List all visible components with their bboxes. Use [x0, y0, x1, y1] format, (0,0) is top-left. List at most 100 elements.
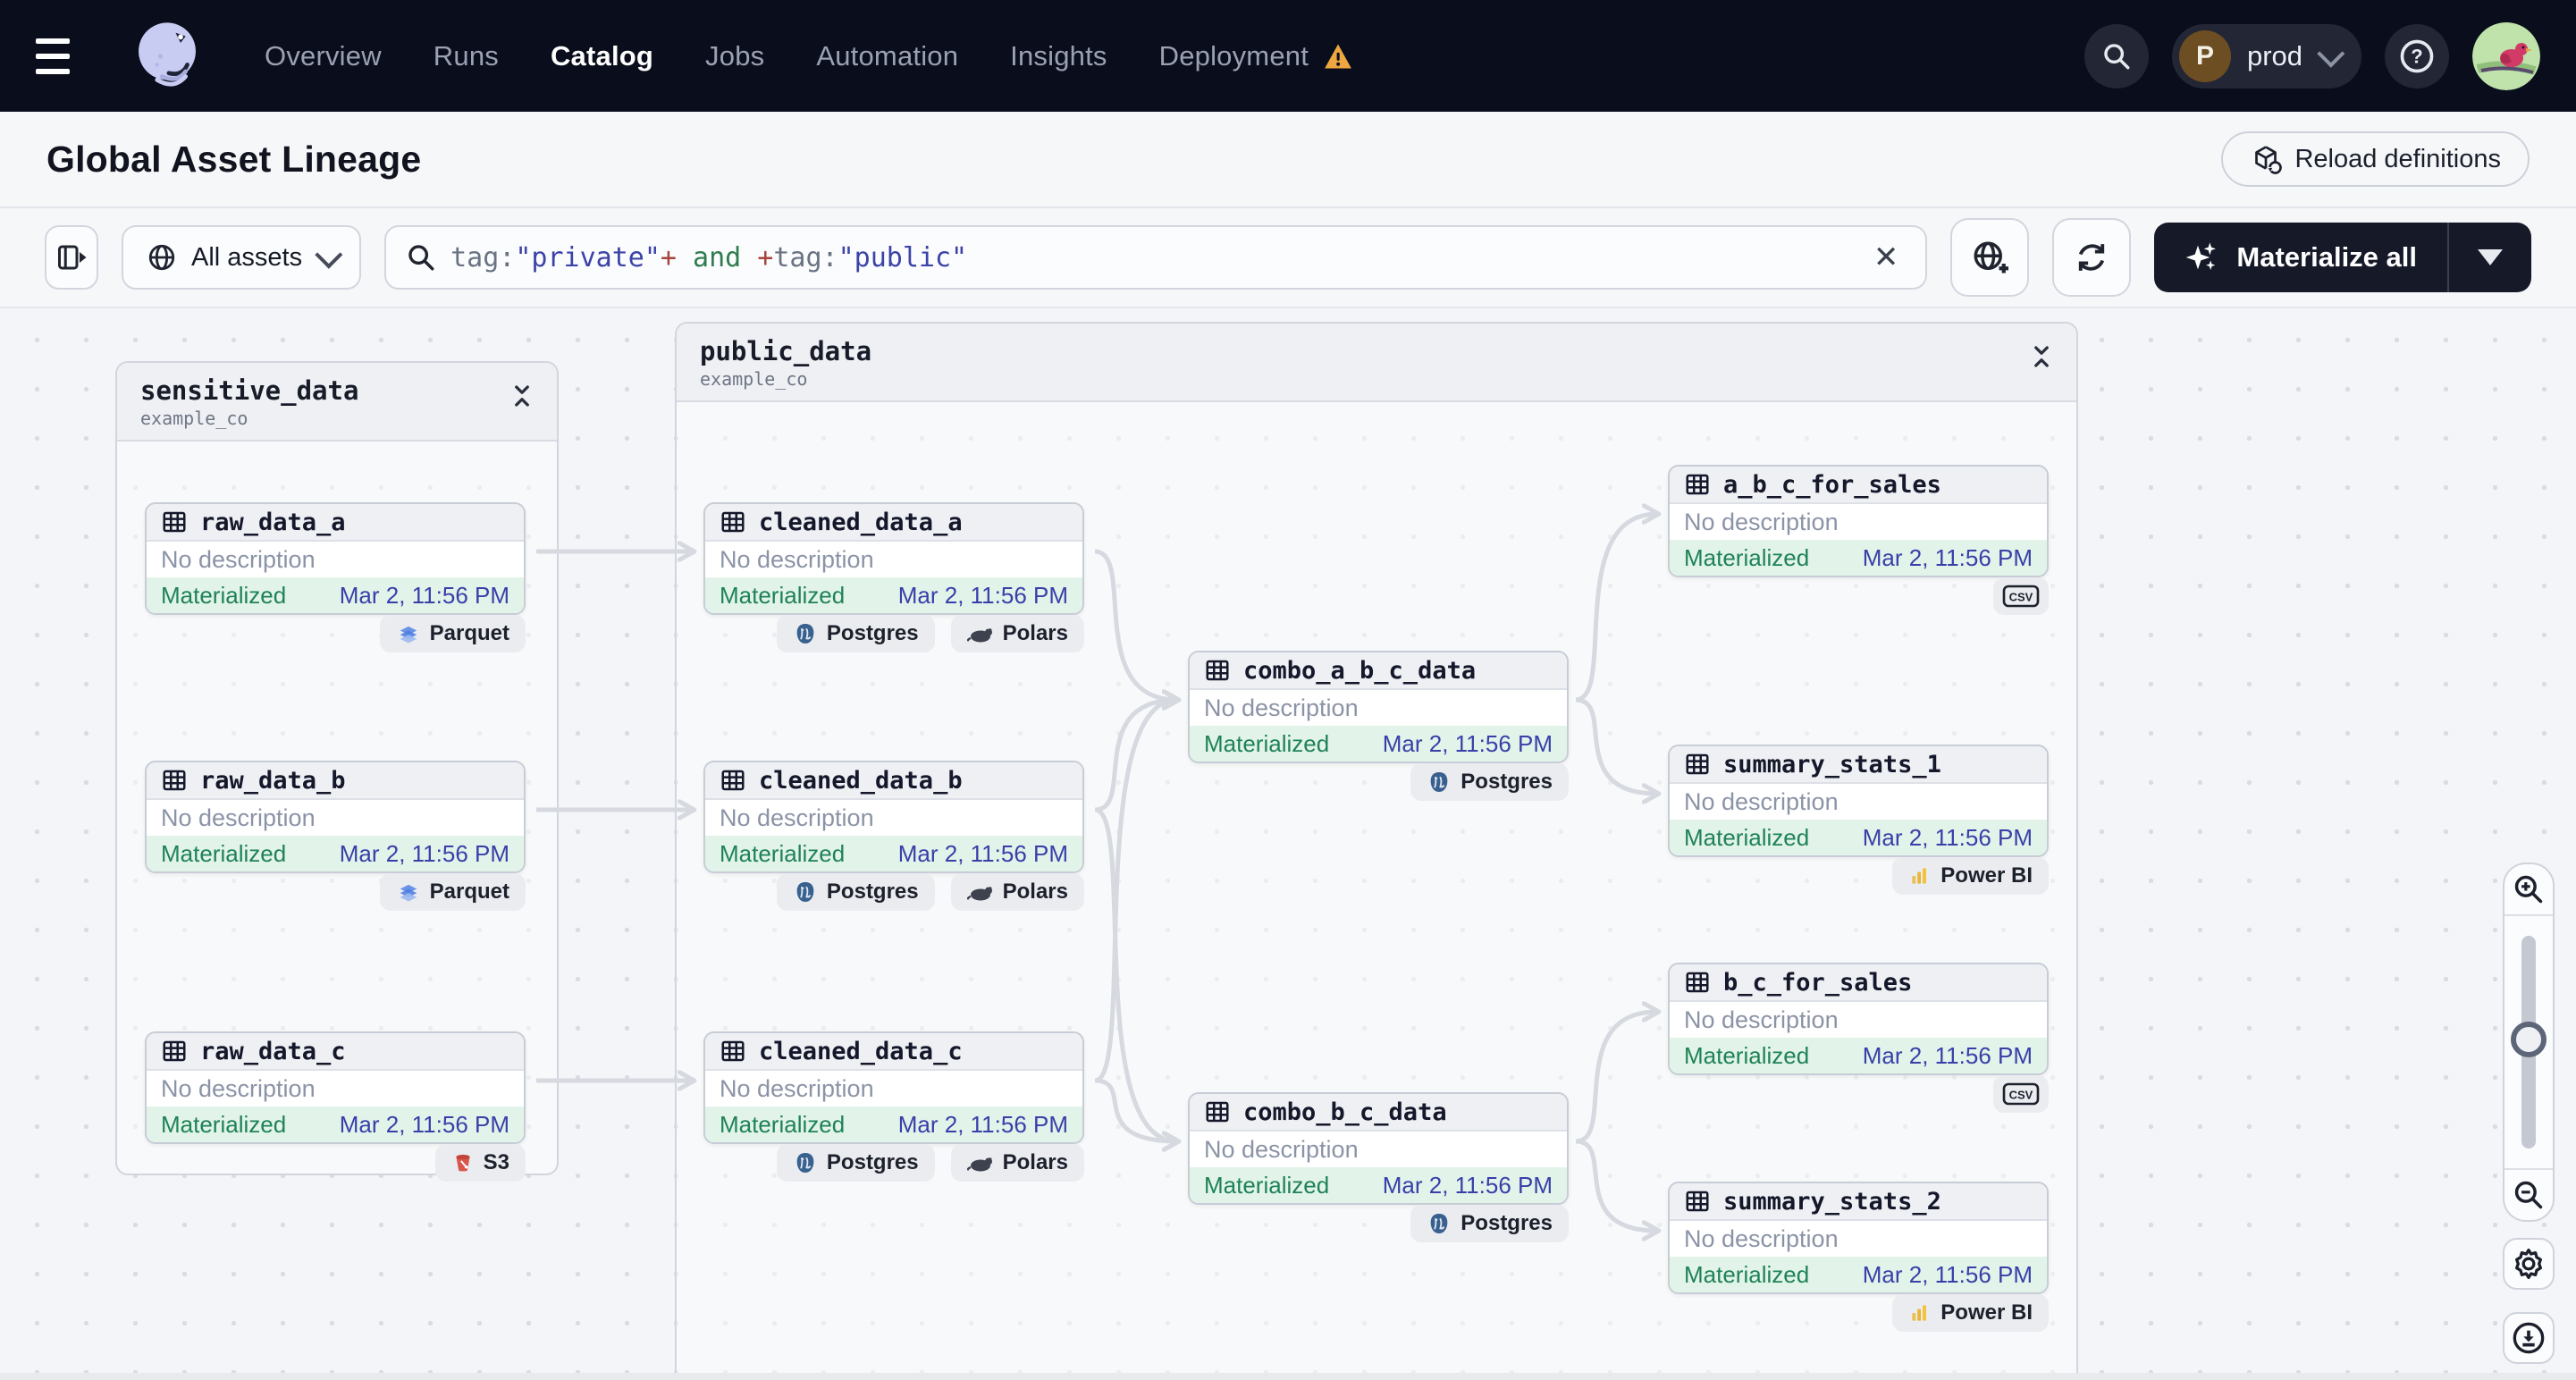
- badge-postgres[interactable]: Postgres: [1410, 1205, 1569, 1242]
- download-image-button[interactable]: [2503, 1312, 2555, 1364]
- dagster-logo-icon[interactable]: [125, 14, 209, 98]
- asset-status-row[interactable]: Materialized Mar 2, 11:56 PM: [1670, 1038, 2047, 1073]
- asset-materialized-time[interactable]: Mar 2, 11:56 PM: [897, 581, 1068, 609]
- nav-item-jobs[interactable]: Jobs: [705, 39, 765, 72]
- badge-csv[interactable]: CSV: [1993, 577, 2049, 615]
- asset-node-header: cleaned_data_c: [705, 1033, 1082, 1071]
- graph-settings-button[interactable]: [2503, 1238, 2555, 1290]
- nav-item-deployment[interactable]: Deployment: [1158, 39, 1309, 72]
- asset-filter-input[interactable]: tag:"private"+ and +tag:"public" ✕: [384, 225, 1928, 290]
- user-avatar[interactable]: [2472, 21, 2540, 90]
- asset-status-row[interactable]: Materialized Mar 2, 11:56 PM: [147, 836, 524, 871]
- help-button[interactable]: ?: [2385, 23, 2449, 88]
- menu-icon[interactable]: [36, 28, 93, 85]
- new-catalog-view-button[interactable]: [1950, 218, 2030, 297]
- asset-status-row[interactable]: Materialized Mar 2, 11:56 PM: [147, 1107, 524, 1142]
- asset-scope-select[interactable]: All assets: [122, 225, 362, 290]
- materialize-options-button[interactable]: [2449, 223, 2531, 292]
- zoom-slider[interactable]: [2504, 916, 2553, 1168]
- sparkles-icon: [2186, 242, 2217, 270]
- asset-status-row[interactable]: Materialized Mar 2, 11:56 PM: [705, 1107, 1082, 1142]
- horizontal-scrollbar[interactable]: [0, 1373, 2576, 1380]
- badge-postgres[interactable]: Postgres: [776, 873, 935, 911]
- asset-status-row[interactable]: Materialized Mar 2, 11:56 PM: [1670, 540, 2047, 576]
- nav-item-overview[interactable]: Overview: [265, 39, 382, 72]
- query-segment: tag:: [773, 241, 838, 273]
- open-left-panel-button[interactable]: [45, 225, 98, 290]
- asset-node-header: cleaned_data_b: [705, 762, 1082, 800]
- asset-status-row[interactable]: Materialized Mar 2, 11:56 PM: [1190, 726, 1567, 762]
- asset-status-row[interactable]: Materialized Mar 2, 11:56 PM: [1670, 820, 2047, 855]
- asset-node-raw_data_b[interactable]: raw_data_b No description Materialized M…: [145, 761, 526, 873]
- asset-node-summary_stats_1[interactable]: summary_stats_1 No description Materiali…: [1668, 745, 2049, 857]
- asset-materialized-time[interactable]: Mar 2, 11:56 PM: [339, 839, 509, 867]
- postgres-icon: [793, 1150, 818, 1175]
- badge-parquet[interactable]: Parquet: [379, 873, 526, 911]
- asset-description: No description: [705, 800, 1082, 836]
- materialize-all-split-button: Materialize all: [2154, 223, 2531, 292]
- asset-node-cleaned_data_c[interactable]: cleaned_data_c No description Materializ…: [703, 1031, 1084, 1144]
- nav-item-insights[interactable]: Insights: [1010, 39, 1107, 72]
- refresh-graph-button[interactable]: [2052, 218, 2132, 297]
- badge-postgres[interactable]: Postgres: [776, 615, 935, 652]
- badge-polars[interactable]: Polars: [950, 873, 1084, 911]
- asset-materialized-time[interactable]: Mar 2, 11:56 PM: [1382, 729, 1553, 757]
- asset-node-combo_b_c_data[interactable]: combo_b_c_data No description Materializ…: [1188, 1092, 1569, 1205]
- zoom-in-button[interactable]: [2503, 864, 2555, 914]
- badge-s3[interactable]: S3: [434, 1144, 526, 1182]
- asset-group-header[interactable]: sensitive_data example_co: [117, 363, 557, 442]
- asset-materialized-time[interactable]: Mar 2, 11:56 PM: [339, 1110, 509, 1138]
- nav-item-catalog[interactable]: Catalog: [550, 39, 654, 72]
- asset-node-b_c_for_sales[interactable]: b_c_for_sales No description Materialize…: [1668, 963, 2049, 1075]
- collapse-group-icon[interactable]: [2030, 343, 2053, 370]
- asset-node-header: summary_stats_1: [1670, 746, 2047, 784]
- zoom-out-button[interactable]: [2503, 1170, 2555, 1220]
- asset-materialized-time[interactable]: Mar 2, 11:56 PM: [1862, 543, 2033, 571]
- nav-item-automation[interactable]: Automation: [816, 39, 959, 72]
- asset-materialized-time[interactable]: Mar 2, 11:56 PM: [1862, 1260, 2033, 1288]
- asset-node-summary_stats_2[interactable]: summary_stats_2 No description Materiali…: [1668, 1182, 2049, 1294]
- asset-status: Materialized: [1204, 729, 1330, 757]
- asset-node-header: raw_data_a: [147, 504, 524, 542]
- clear-filter-icon[interactable]: ✕: [1873, 240, 1899, 274]
- global-search-button[interactable]: [2084, 23, 2149, 88]
- asset-status-row[interactable]: Materialized Mar 2, 11:56 PM: [147, 577, 524, 613]
- badge-powerbi[interactable]: Power BI: [1892, 857, 2049, 895]
- reload-definitions-button[interactable]: Reload definitions: [2221, 131, 2530, 187]
- badge-powerbi[interactable]: Power BI: [1892, 1294, 2049, 1332]
- badge-label: Postgres: [826, 879, 919, 904]
- asset-node-a_b_c_for_sales[interactable]: a_b_c_for_sales No description Materiali…: [1668, 465, 2049, 577]
- asset-materialized-time[interactable]: Mar 2, 11:56 PM: [897, 1110, 1068, 1138]
- asset-node-combo_a_b_c_data[interactable]: combo_a_b_c_data No description Material…: [1188, 651, 1569, 763]
- badge-polars[interactable]: Polars: [950, 615, 1084, 652]
- materialize-all-button[interactable]: Materialize all: [2154, 240, 2447, 275]
- asset-status-row[interactable]: Materialized Mar 2, 11:56 PM: [705, 836, 1082, 871]
- asset-node-raw_data_a[interactable]: raw_data_a No description Materialized M…: [145, 502, 526, 615]
- asset-materialized-time[interactable]: Mar 2, 11:56 PM: [1862, 1041, 2033, 1069]
- badge-parquet[interactable]: Parquet: [379, 615, 526, 652]
- nav-item-runs[interactable]: Runs: [433, 39, 499, 72]
- asset-node-raw_data_c[interactable]: raw_data_c No description Materialized M…: [145, 1031, 526, 1144]
- asset-group-header[interactable]: public_data example_co: [677, 324, 2076, 402]
- asset-status-row[interactable]: Materialized Mar 2, 11:56 PM: [1670, 1257, 2047, 1292]
- deployment-switcher[interactable]: P prod: [2171, 23, 2361, 88]
- asset-filter-query[interactable]: tag:"private"+ and +tag:"public": [450, 242, 1852, 273]
- asset-node-header: cleaned_data_a: [705, 504, 1082, 542]
- asset-materialized-time[interactable]: Mar 2, 11:56 PM: [1862, 823, 2033, 851]
- badge-csv[interactable]: CSV: [1993, 1075, 2049, 1113]
- asset-node-cleaned_data_b[interactable]: cleaned_data_b No description Materializ…: [703, 761, 1084, 873]
- asset-status-row[interactable]: Materialized Mar 2, 11:56 PM: [705, 577, 1082, 613]
- asset-status-row[interactable]: Materialized Mar 2, 11:56 PM: [1190, 1167, 1567, 1203]
- lineage-graph-canvas[interactable]: sensitive_data example_co public_data ex…: [0, 308, 2576, 1380]
- zoom-slider-thumb[interactable]: [2511, 1022, 2547, 1057]
- collapse-group-icon[interactable]: [510, 383, 534, 409]
- badge-postgres[interactable]: Postgres: [776, 1144, 935, 1182]
- badge-postgres[interactable]: Postgres: [1410, 763, 1569, 801]
- asset-node-header: b_c_for_sales: [1670, 964, 2047, 1002]
- asset-materialized-time[interactable]: Mar 2, 11:56 PM: [1382, 1171, 1553, 1199]
- asset-status: Materialized: [720, 581, 846, 609]
- asset-materialized-time[interactable]: Mar 2, 11:56 PM: [897, 839, 1068, 867]
- asset-node-cleaned_data_a[interactable]: cleaned_data_a No description Materializ…: [703, 502, 1084, 615]
- asset-materialized-time[interactable]: Mar 2, 11:56 PM: [339, 581, 509, 609]
- badge-polars[interactable]: Polars: [950, 1144, 1084, 1182]
